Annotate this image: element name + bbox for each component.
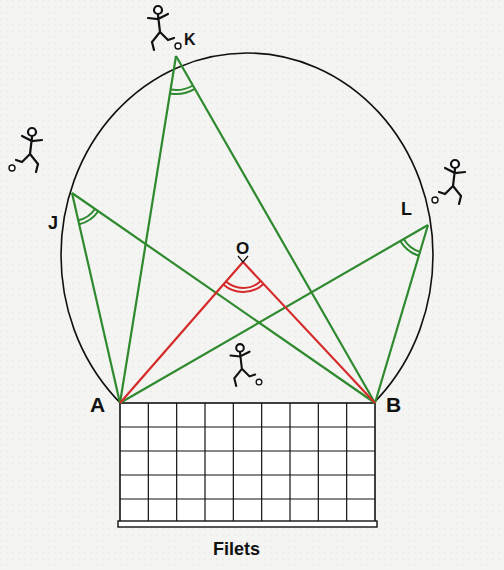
angle-arc (223, 284, 263, 292)
net-base (118, 521, 377, 527)
angle-arc (170, 89, 195, 94)
player-figure (432, 160, 465, 204)
player-figure (148, 6, 181, 50)
angle-arc (400, 241, 419, 256)
angle-arc (404, 239, 420, 252)
point-label: B (386, 394, 401, 415)
net-mesh (233, 403, 234, 523)
angle-arc (79, 211, 98, 224)
net-mesh (261, 403, 262, 523)
net (118, 403, 377, 527)
chords (72, 56, 428, 403)
green-chord (120, 225, 428, 403)
angle-marks (78, 85, 420, 292)
net-mesh (318, 403, 319, 523)
net-mesh (120, 450, 375, 451)
point-label: K (184, 32, 196, 48)
net-mesh (148, 403, 149, 523)
angle-arc (226, 281, 261, 288)
green-chord (375, 225, 428, 403)
point-label: A (90, 394, 105, 415)
point-label: O (236, 240, 249, 257)
point-label: L (401, 200, 412, 218)
green-chord (72, 193, 120, 403)
green-chord (120, 56, 176, 403)
red-radius (120, 262, 243, 403)
angle-arc (171, 85, 193, 90)
player-figure (9, 128, 42, 172)
net-mesh (120, 426, 375, 427)
point-label: J (48, 214, 58, 232)
green-chord (72, 193, 375, 403)
players (9, 6, 465, 386)
net-mesh (176, 403, 177, 523)
net-mesh (120, 474, 375, 475)
net-mesh (120, 498, 375, 499)
red-radius (243, 262, 375, 403)
net-mesh (204, 403, 205, 523)
net-frame (120, 403, 375, 523)
net-mesh (289, 403, 290, 523)
net-caption: Filets (213, 540, 260, 558)
player-figure (231, 344, 262, 386)
net-mesh (346, 403, 347, 523)
circle (61, 53, 433, 457)
green-chord (176, 56, 375, 403)
